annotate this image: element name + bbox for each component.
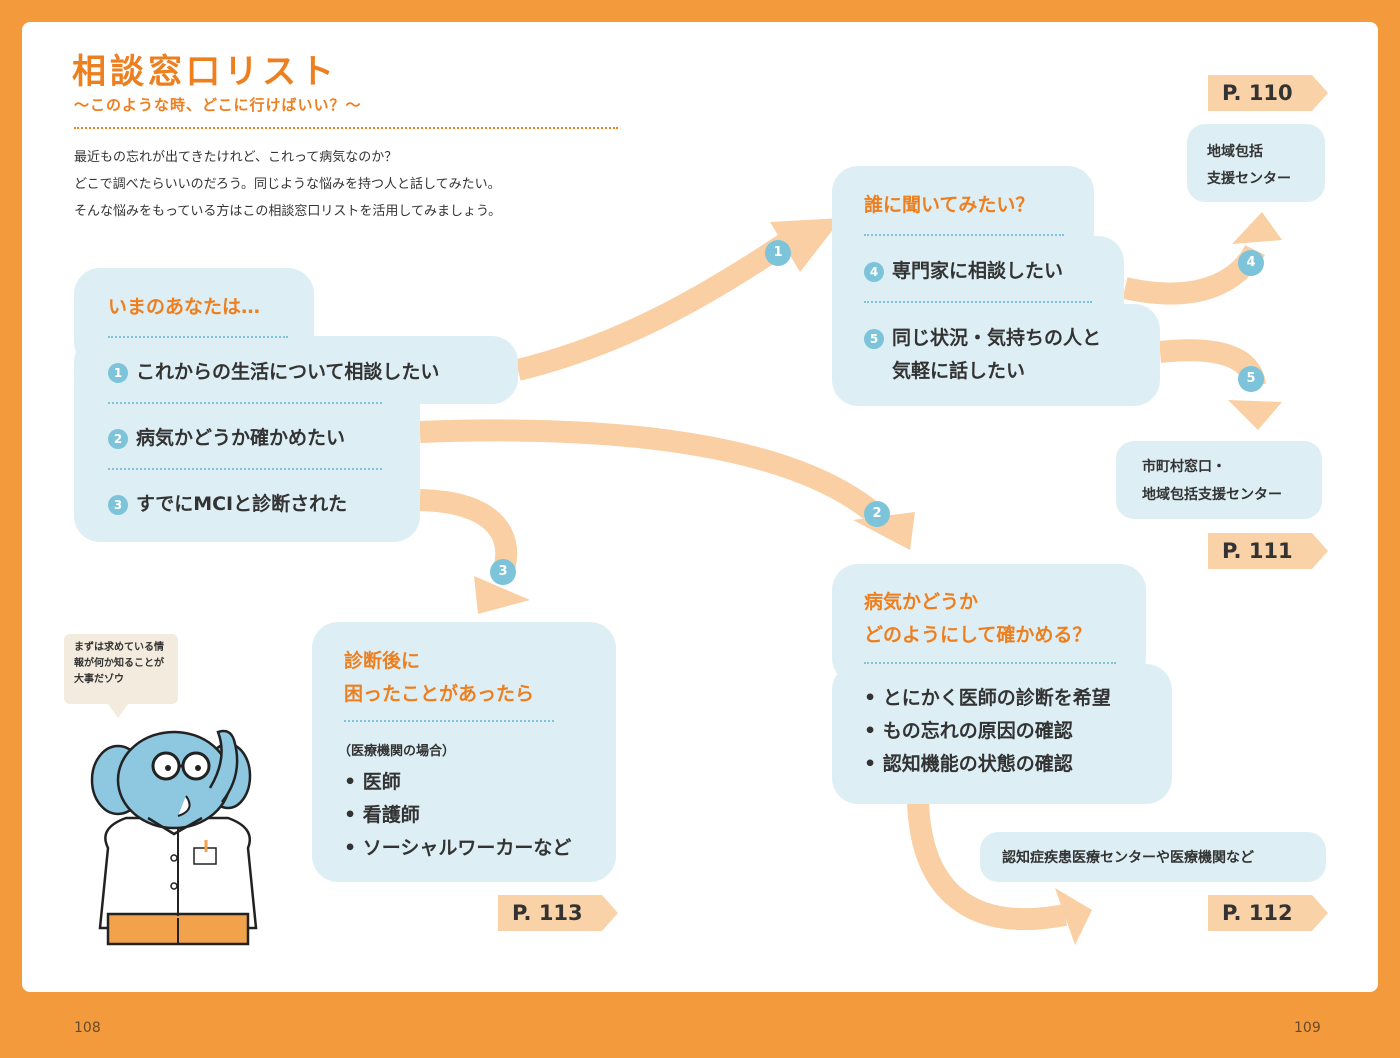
arrow-4-head xyxy=(1232,212,1282,244)
option-1-badge: 1 xyxy=(108,362,128,383)
page-tag-shape xyxy=(1208,895,1328,931)
intro-line-2: どこで調べたらいいのだろう。同じような悩みを持つ人と話してみたい。 xyxy=(74,177,501,192)
option-5-badge: 5 xyxy=(864,328,884,349)
arrow-badge-5: 5 xyxy=(1238,366,1264,392)
destination-2: 認知症疾患医療センターや医療機関など xyxy=(980,832,1326,882)
option-1-label: これからの生活について相談したい xyxy=(136,361,440,383)
page-ref-111[interactable]: P. 111 xyxy=(1208,533,1332,569)
destination-2-line1: 認知症疾患医療センターや医療機関など xyxy=(1002,850,1254,866)
destination-5: 市町村窓口・ 地域包括支援センター xyxy=(1116,441,1322,519)
check-list-item: 認知機能の状態の確認 xyxy=(864,748,1111,781)
arrow-1-path xyxy=(515,230,797,381)
check-box-heading: 病気かどうか どのようにして確かめる？ xyxy=(864,586,1091,652)
option-4-label: 専門家に相談したい xyxy=(892,260,1064,282)
page-ref-112[interactable]: P. 112 xyxy=(1208,895,1332,931)
arrow-badge-4: 4 xyxy=(1238,250,1264,276)
option-1[interactable]: 1 これからの生活について相談したい xyxy=(108,357,439,384)
after-box-heading-line2: 困ったことがあったら xyxy=(344,683,535,705)
elephant-doctor-mascot-icon xyxy=(90,729,258,946)
intro-line-1: 最近もの忘れが出てきたけれど、これって病気なのか？ xyxy=(74,150,398,165)
after-list-item: 看護師 xyxy=(344,799,571,832)
intro-text: 最近もの忘れが出てきたけれど、これって病気なのか？ どこで調べたらいいのだろう。… xyxy=(74,144,501,225)
option-2-badge: 2 xyxy=(108,428,128,449)
page-ref-111-label: P. 111 xyxy=(1222,539,1293,563)
page-number-left: 108 xyxy=(74,1020,101,1036)
option-5[interactable]: 5 同じ状況・気持ちの人と気軽に話したい xyxy=(864,322,1101,388)
page-ref-113[interactable]: P. 113 xyxy=(498,895,622,931)
after-box-note: （医療機関の場合） xyxy=(338,744,456,759)
option-4[interactable]: 4 専門家に相談したい xyxy=(864,256,1063,283)
option-4-badge: 4 xyxy=(864,261,884,282)
arrow-1-head xyxy=(770,218,842,272)
intro-line-3: そんな悩みをもっている方はこの相談窓口リストを活用してみましょう。 xyxy=(74,204,502,219)
option-3[interactable]: 3 すでにMCIと診断された xyxy=(108,489,347,516)
option-3-badge: 3 xyxy=(108,494,128,515)
after-list-item: 医師 xyxy=(344,766,571,799)
destination-4-line1: 地域包括 xyxy=(1207,144,1263,160)
check-list-item: とにかく医師の診断を希望 xyxy=(864,682,1111,715)
option-2-label: 病気かどうか確かめたい xyxy=(136,427,346,449)
option-5-label-line1: 同じ状況・気持ちの人と xyxy=(892,327,1102,349)
arrow-5-head xyxy=(1228,400,1282,430)
check-box-heading-line1: 病気かどうか xyxy=(864,591,979,613)
destination-5-line1: 市町村窓口・ xyxy=(1142,459,1226,475)
page-ref-112-label: P. 112 xyxy=(1222,901,1293,925)
option-5-label-line2: 気軽に話したい xyxy=(892,360,1026,382)
page-ref-110[interactable]: P. 110 xyxy=(1208,75,1332,111)
arrow-badge-1: 1 xyxy=(765,240,791,266)
ask-box-heading: 誰に聞いてみたい？ xyxy=(864,194,1035,216)
after-box-heading-line1: 診断後に xyxy=(344,650,421,672)
page-tag-shape xyxy=(1208,75,1328,111)
page-ref-110-label: P. 110 xyxy=(1222,81,1293,105)
mascot-speech-bubble: まずは求めている情報が何か知ることが大事だゾウ xyxy=(64,634,178,718)
page-title: 相談窓口リスト xyxy=(72,52,338,92)
after-box-heading: 診断後に 困ったことがあったら xyxy=(344,645,534,711)
arrow-4-path xyxy=(1122,244,1265,305)
option-3-label: すでにMCIと診断された xyxy=(136,493,348,515)
destination-4: 地域包括 支援センター xyxy=(1187,124,1325,202)
arrow-badge-3: 3 xyxy=(490,559,516,585)
page-tag-shape xyxy=(498,895,618,931)
page-subtitle: 〜このような時、どこに行けばいい？〜 xyxy=(74,96,362,114)
start-box-heading: いまのあなたは… xyxy=(108,296,261,318)
page-ref-113-label: P. 113 xyxy=(512,901,583,925)
check-list: とにかく医師の診断を希望 もの忘れの原因の確認 認知機能の状態の確認 xyxy=(864,682,1111,781)
check-list-item: もの忘れの原因の確認 xyxy=(864,715,1111,748)
arrow-2-path xyxy=(419,419,877,519)
option-2[interactable]: 2 病気かどうか確かめたい xyxy=(108,423,345,450)
after-list: 医師 看護師 ソーシャルワーカーなど xyxy=(344,766,572,865)
arrow-2b-path xyxy=(907,799,1068,931)
after-list-item: ソーシャルワーカーなど xyxy=(344,832,572,865)
check-box-heading-line2: どのようにして確かめる？ xyxy=(864,624,1092,646)
destination-5-line2: 地域包括支援センター xyxy=(1142,487,1282,503)
destination-4-line2: 支援センター xyxy=(1207,171,1291,187)
arrow-3-head xyxy=(474,576,530,614)
arrow-badge-2: 2 xyxy=(864,501,890,527)
arrow-2b-head xyxy=(1055,888,1092,945)
page-tag-shape xyxy=(1208,533,1328,569)
page-number-right: 109 xyxy=(1294,1020,1321,1036)
title-divider xyxy=(74,127,618,129)
